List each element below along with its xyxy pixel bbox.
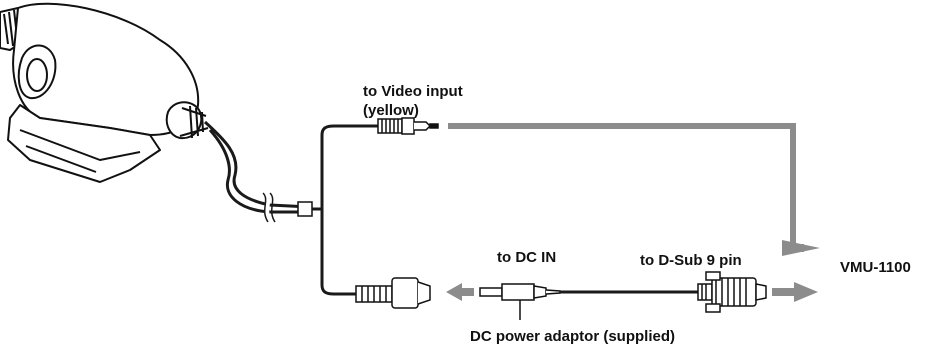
dsub-arrow-stem: [772, 288, 794, 296]
camera-cable: [203, 120, 380, 296]
video-signal-arrow: [448, 123, 796, 243]
video-arrow-stem: [790, 244, 804, 252]
dsub-arrow-head: [794, 282, 818, 302]
label-device: VMU-1100: [840, 259, 911, 276]
dc-in-plug: [355, 277, 431, 309]
dc-left-arrow-head: [446, 283, 462, 301]
label-dsub: to D-Sub 9 pin: [640, 252, 742, 269]
dc-left-arrow-stem: [462, 288, 474, 296]
label-video-input: to Video input: [363, 83, 463, 100]
label-video-color: (yellow): [363, 102, 419, 119]
camera-illustration: [0, 2, 209, 183]
label-adaptor: DC power adaptor (supplied): [470, 328, 676, 345]
video-plug: [377, 117, 439, 135]
dsub-connector: [697, 271, 767, 313]
dc-adaptor-plug: [479, 283, 561, 301]
label-dc-in: to DC IN: [497, 249, 557, 266]
